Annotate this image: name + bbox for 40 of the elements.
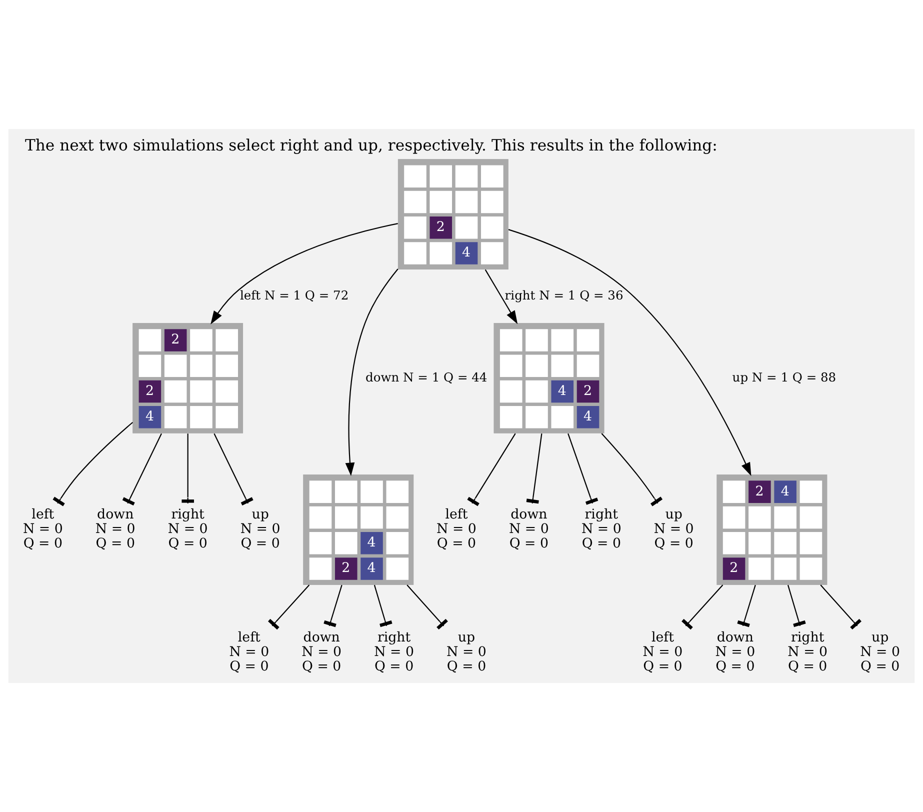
edge-label: right N = 1 Q = 36 — [504, 288, 624, 302]
node-text: right N = 0 Q = 0 — [581, 508, 622, 552]
connector — [467, 433, 516, 506]
node-text: up N = 0 Q = 0 — [860, 630, 900, 674]
node-text: up N = 0 Q = 0 — [240, 508, 280, 552]
connector — [568, 433, 598, 505]
connector — [214, 433, 254, 506]
arrow — [508, 229, 752, 476]
connector — [406, 584, 448, 630]
node-text: down N = 0 Q = 0 — [95, 508, 136, 552]
node-text: left N = 0 Q = 0 — [22, 508, 63, 552]
diagram-title: The next two simulations select right and up, respectively. This results in the following: — [24, 136, 718, 154]
node-text: down N = 0 Q = 0 — [508, 508, 549, 552]
arrow — [210, 223, 398, 324]
node-text: right N = 0 Q = 0 — [374, 630, 414, 674]
connector — [52, 422, 133, 506]
node-text: up N = 0 Q = 0 — [654, 508, 694, 552]
connector — [737, 584, 756, 628]
connector — [787, 584, 806, 628]
node-text: right N = 0 Q = 0 — [168, 508, 208, 552]
edge-label: left N = 1 Q = 72 — [240, 288, 349, 302]
arrow — [484, 269, 518, 324]
connector — [820, 584, 862, 630]
connector — [122, 433, 162, 506]
node-text: left N = 0 Q = 0 — [436, 508, 476, 552]
connector — [601, 433, 663, 506]
node-text: up N = 0 Q = 0 — [446, 630, 486, 674]
connector — [526, 434, 542, 504]
node-text: left N = 0 Q = 0 — [229, 630, 270, 674]
connector — [324, 584, 342, 628]
node-text: right N = 0 Q = 0 — [788, 630, 828, 674]
node-text: down N = 0 Q = 0 — [715, 630, 756, 674]
connector — [682, 584, 724, 630]
arrow — [345, 268, 398, 476]
node-text: down N = 0 Q = 0 — [302, 630, 342, 674]
connector — [374, 584, 392, 628]
node-text: left N = 0 Q = 0 — [642, 630, 683, 674]
edge-label: up N = 1 Q = 88 — [732, 370, 836, 384]
connector — [268, 584, 310, 630]
edge-label: down N = 1 Q = 44 — [366, 370, 488, 384]
